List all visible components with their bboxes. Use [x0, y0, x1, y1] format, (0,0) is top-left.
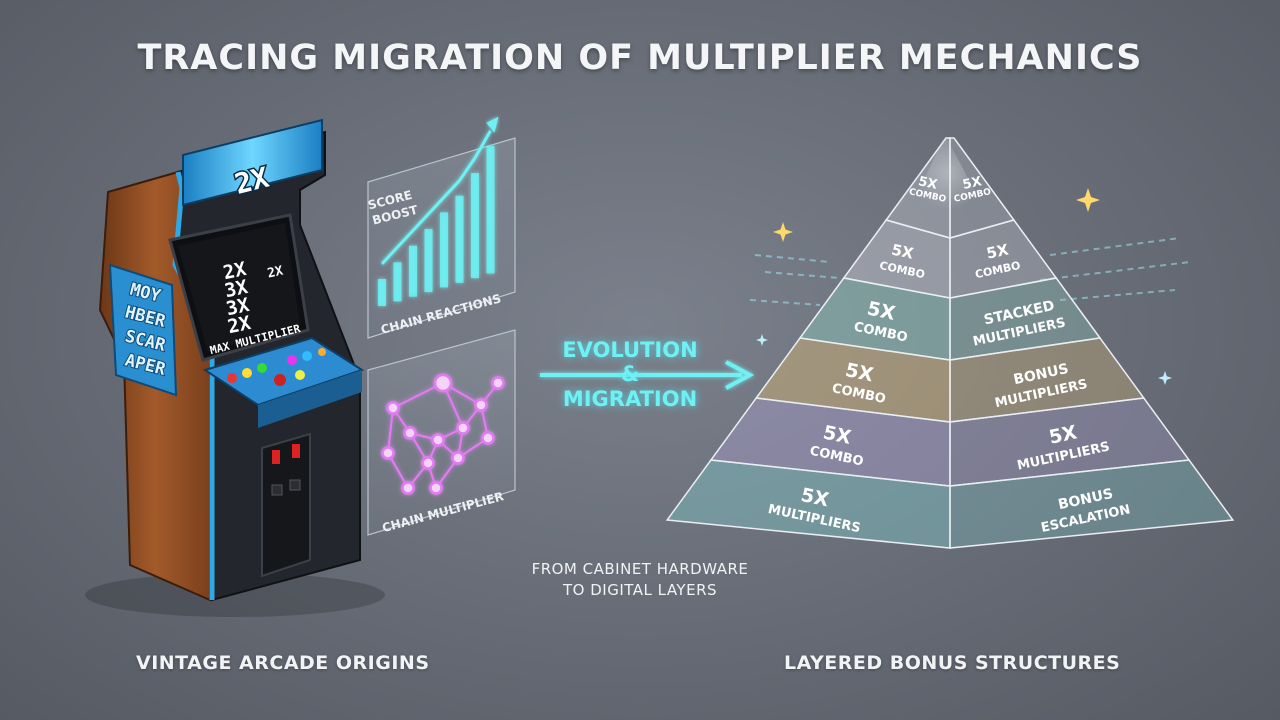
control-buttons — [227, 348, 326, 386]
right-caption: LAYERED BONUS STRUCTURES — [784, 652, 1121, 674]
screen-multiplier-3: 2X — [226, 312, 254, 338]
network-node — [381, 446, 395, 460]
sparkle-star — [756, 334, 768, 346]
speed-line — [754, 254, 831, 263]
pyramid-right-face — [949, 459, 1235, 549]
subtitle-line-2: TO DIGITAL LAYERS — [562, 581, 718, 599]
migration-arrow — [540, 360, 755, 390]
bonus-pyramid: 5XCOMBO5XCOMBO5XCOMBO5XCOMBO5XCOMBOSTACK… — [665, 135, 1235, 549]
layer-right-primary: 5X — [961, 174, 983, 193]
network-node — [386, 401, 400, 415]
arcade-cabinet — [85, 118, 385, 617]
ampersand-label: & — [620, 362, 640, 386]
network-edge — [387, 407, 394, 454]
sparkle-star — [1158, 371, 1172, 385]
speed-line — [764, 271, 841, 279]
screen-multiplier-1: 3X — [223, 276, 251, 302]
pyramid-light-beam — [910, 135, 985, 210]
network-node — [433, 373, 453, 393]
subtitle-line-1: FROM CABINET HARDWARE — [531, 560, 749, 578]
arrow-head — [725, 360, 755, 390]
evolution-label: EVOLUTION — [562, 338, 698, 362]
network-node — [401, 481, 415, 495]
speed-line — [749, 299, 821, 306]
network-node — [456, 421, 470, 435]
screen-side-multiplier: 2X — [266, 264, 285, 282]
sparkle-star — [1076, 188, 1100, 212]
speed-line — [1039, 261, 1191, 281]
chain-network — [381, 373, 505, 495]
network-node — [421, 456, 435, 470]
speed-line — [1049, 237, 1181, 256]
score-trend-line — [380, 130, 492, 265]
score-bar — [393, 262, 402, 302]
network-node — [451, 451, 465, 465]
network-node — [481, 431, 495, 445]
network-node — [429, 481, 443, 495]
score-bar — [486, 145, 495, 274]
score-bar — [440, 212, 448, 288]
score-bar — [424, 229, 433, 293]
network-node — [403, 426, 417, 440]
network-node — [491, 376, 505, 390]
trend-arrow-head — [486, 116, 499, 133]
speed-line — [1059, 289, 1176, 301]
network-node — [474, 398, 488, 412]
network-node — [431, 433, 445, 447]
score-bar — [455, 195, 464, 283]
screen-multiplier-2: 3X — [224, 294, 252, 320]
layer-left-primary: 5X — [890, 241, 916, 263]
score-bars — [378, 145, 495, 306]
layer-right-primary: 5X — [985, 240, 1011, 262]
layer-left-primary: 5X — [917, 174, 939, 193]
score-bar — [471, 173, 479, 279]
sparkle-star — [773, 222, 793, 242]
migration-label: MIGRATION — [562, 387, 698, 411]
score-bar — [378, 279, 386, 306]
score-bar — [409, 245, 417, 297]
network-edge — [392, 382, 444, 409]
screen-multiplier-0: 2X — [221, 258, 249, 284]
left-caption: VINTAGE ARCADE ORIGINS — [136, 652, 430, 674]
page-title: TRACING MIGRATION OF MULTIPLIER MECHANIC… — [137, 38, 1143, 78]
